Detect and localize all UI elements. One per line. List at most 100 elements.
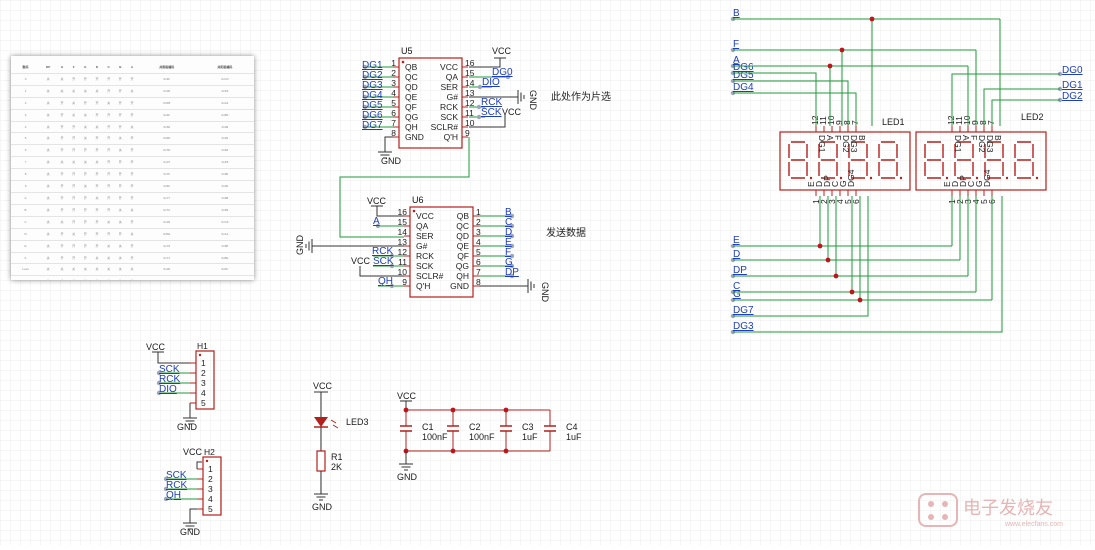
table-cell: 开: [114, 168, 127, 182]
h1-pin-num-4: 4: [201, 388, 206, 398]
table-header-cell: E: [79, 62, 92, 74]
table-cell: 关: [102, 263, 115, 277]
led1-bot-num-4: 4: [835, 199, 845, 204]
r1-gnd-label: GND: [312, 502, 333, 512]
table-cell: 关: [114, 144, 127, 158]
net-port-dot: [156, 370, 162, 376]
u6-sclr-wire: [359, 266, 404, 277]
table-cell: 开: [114, 180, 127, 193]
table-cell: 关: [91, 121, 103, 134]
led2-top-num-10: 10: [962, 115, 972, 125]
led2-top-name-11: A: [961, 135, 971, 141]
table-cell: 0x4F: [137, 109, 196, 122]
table-cell: 0x77: [137, 192, 196, 205]
u5-gnd-wire: [384, 136, 393, 146]
u6-pin-name-14: SER: [416, 231, 433, 241]
u5-pin-name-9: Q'H: [444, 132, 458, 142]
u6-pin-num-1: 1: [476, 207, 481, 217]
led1-top-name-10: F: [833, 135, 843, 140]
table-cell: 0x80: [195, 168, 254, 182]
table-cell: C: [11, 216, 41, 229]
net-port-dot: [477, 84, 483, 90]
table-cell: 关: [126, 228, 138, 241]
led1-digit-1: [818, 141, 838, 179]
table-cell: 开: [67, 192, 80, 205]
u5-pin-name-12: RCK: [440, 102, 458, 112]
u5-pin-num-9: 9: [465, 128, 470, 138]
table-cell: 开: [79, 228, 92, 241]
led3-ref: LED3: [346, 417, 369, 427]
table-cell: 开: [126, 156, 138, 170]
table-cell: 0xB0: [195, 109, 254, 122]
led1-digit-0-dp: [809, 176, 813, 180]
led2-top-name-9: DG2: [977, 135, 987, 153]
table-cell: 8: [11, 168, 41, 182]
u5-pin-name-15: QA: [446, 72, 459, 82]
u6-net-DP: DP: [505, 267, 519, 278]
table-cell: 开: [114, 73, 127, 86]
table-cell: 0x71: [137, 252, 196, 265]
u5-vcc-label: VCC: [492, 46, 512, 56]
u5-sclr-vcc: VCC: [502, 107, 522, 117]
table-header-cell: 数码: [11, 62, 41, 74]
led1-digit-3-dp: [899, 176, 903, 180]
junction-dot: [503, 448, 509, 454]
table-cell: 4: [11, 121, 41, 134]
table-cell: 关: [79, 275, 92, 280]
led2-digit-3-dp: [1035, 176, 1039, 180]
led1-bot-name-1: E: [806, 181, 816, 187]
junction-dot: [450, 407, 456, 413]
net-port-dot: [476, 114, 482, 120]
led1-bot-name-4: C: [830, 181, 840, 187]
table-header-cell: F: [67, 62, 80, 74]
u6-pin-num-11: 11: [398, 257, 407, 267]
net-port-dot: [509, 243, 515, 249]
net-port-dot: [362, 124, 368, 130]
net-top-DG1: DG1: [1062, 80, 1083, 91]
led2-bot-name-2: D: [950, 181, 960, 187]
net-port-dot: [163, 476, 169, 482]
led1-top-num-9: 9: [834, 120, 844, 125]
table-cell: 开: [114, 121, 127, 134]
h1-pin-num-5: 5: [201, 398, 206, 408]
led1-top-num-8: 8: [842, 120, 852, 125]
led1-top-num-12: 12: [810, 115, 820, 125]
table-cell: 关: [114, 263, 127, 277]
h1-pin-num-2: 2: [201, 368, 206, 378]
u6-net-F: F: [505, 247, 511, 258]
table-cell: 2: [11, 97, 41, 110]
table-cell: 关: [40, 180, 57, 193]
u6-pin-name-1: QB: [457, 211, 470, 221]
table-cell: 关: [91, 263, 103, 277]
h1-body: [195, 350, 215, 410]
u6-net-B: B: [505, 207, 512, 218]
net-top-DG0: DG0: [1062, 65, 1083, 76]
u6-pin-name-4: QE: [457, 241, 470, 251]
table-cell: 1: [11, 85, 41, 98]
led2-digit-0: [924, 141, 944, 179]
led1-top-name-8: DG3: [849, 135, 859, 153]
table-cell: 0x00: [137, 263, 196, 277]
table-cell: 开: [67, 252, 80, 265]
table-cell: 开: [114, 192, 127, 205]
led1-bot-num-5: 5: [843, 199, 853, 204]
u5-pin-name-8: GND: [405, 132, 424, 142]
cap-2-ref: C3: [522, 422, 534, 432]
table-cell: 关: [126, 263, 138, 277]
net-bot-DG7: DG7: [733, 305, 754, 316]
u6-pin-name-8: GND: [450, 281, 469, 291]
watermark: 电子发烧友 www.elecfans.com: [918, 493, 1063, 528]
net-port-dot: [362, 94, 368, 100]
h2-net-QH: QH: [166, 490, 181, 501]
table-cell: 开: [102, 121, 115, 134]
u6-pin-name-12: RCK: [416, 251, 434, 261]
table-cell: 开: [91, 132, 103, 146]
h2-pin-num-3: 3: [208, 484, 213, 494]
